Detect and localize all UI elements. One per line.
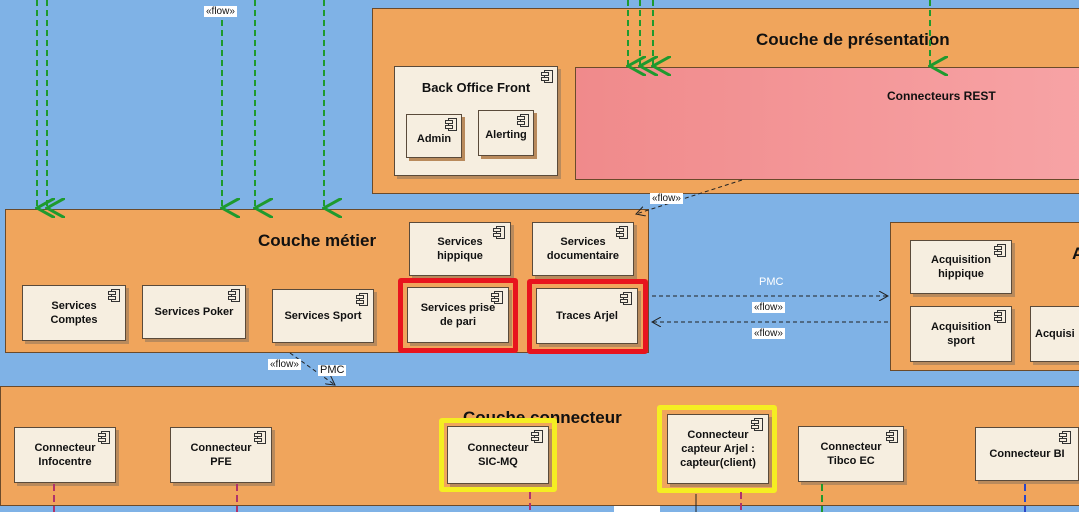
component-icon bbox=[493, 226, 505, 239]
flow-tag-right-2: «flow» bbox=[752, 328, 785, 339]
component-icon bbox=[541, 70, 553, 83]
acquisition-partial-label: Acquisi bbox=[1035, 328, 1075, 340]
component-icon bbox=[751, 418, 763, 431]
pmc-tag-right: PMC bbox=[759, 276, 784, 288]
traces-arjel-component[interactable]: Traces Arjel bbox=[536, 288, 638, 344]
highlight-red-traces-arjel bbox=[527, 279, 648, 354]
flow-tag-right-1: «flow» bbox=[752, 302, 785, 313]
alerting-component[interactable]: Alerting bbox=[478, 110, 534, 156]
services-hippique-component[interactable]: Services hippique bbox=[409, 222, 511, 276]
component-icon bbox=[531, 430, 543, 443]
component-icon bbox=[1059, 431, 1071, 444]
acquisition-partial-component[interactable]: Acquisi bbox=[1030, 306, 1079, 362]
connecteur-tibco-component[interactable]: Connecteur Tibco EC bbox=[798, 426, 904, 482]
component-icon bbox=[616, 226, 628, 239]
metier-layer-title: Couche métier bbox=[258, 231, 377, 250]
connecteurs-rest-label: Connecteurs REST bbox=[887, 89, 996, 103]
flow-arrow-diag bbox=[636, 179, 743, 214]
acquisition-layer-title: A bbox=[1072, 244, 1079, 263]
component-icon bbox=[254, 431, 266, 444]
partial-tag bbox=[614, 506, 660, 512]
connecteur-bi-component[interactable]: Connecteur BI bbox=[975, 427, 1079, 481]
component-icon bbox=[994, 310, 1006, 323]
component-icon bbox=[98, 431, 110, 444]
flow-tag-metier: «flow» bbox=[268, 359, 301, 370]
highlight-yellow-capteur-arjel bbox=[657, 405, 777, 493]
component-icon bbox=[517, 114, 529, 127]
connecteur-capteur-arjel-component[interactable]: Connecteur capteur Arjel : capteur(clien… bbox=[667, 414, 769, 484]
component-icon bbox=[886, 430, 898, 443]
connecteurs-rest-component[interactable] bbox=[575, 67, 1079, 180]
flow-arrow-down bbox=[289, 352, 335, 385]
component-icon bbox=[620, 292, 632, 305]
component-icon bbox=[356, 293, 368, 306]
component-icon bbox=[491, 291, 503, 304]
pmc-tag-metier: PMC bbox=[318, 364, 347, 376]
admin-component[interactable]: Admin bbox=[406, 114, 462, 158]
presentation-layer-title: Couche de présentation bbox=[756, 30, 950, 49]
highlight-red-prise-de-pari bbox=[398, 278, 518, 353]
component-icon bbox=[445, 118, 457, 131]
component-icon bbox=[108, 289, 120, 302]
flow-tag-rest: «flow» bbox=[650, 193, 683, 204]
admin-label: Admin bbox=[416, 133, 452, 145]
component-icon bbox=[228, 289, 240, 302]
flow-tag-top: «flow» bbox=[204, 6, 237, 17]
highlight-yellow-sicmq bbox=[439, 418, 557, 492]
component-icon bbox=[994, 244, 1006, 257]
alerting-label: Alerting bbox=[485, 129, 527, 141]
services-sport-component[interactable]: Services Sport bbox=[272, 289, 374, 343]
